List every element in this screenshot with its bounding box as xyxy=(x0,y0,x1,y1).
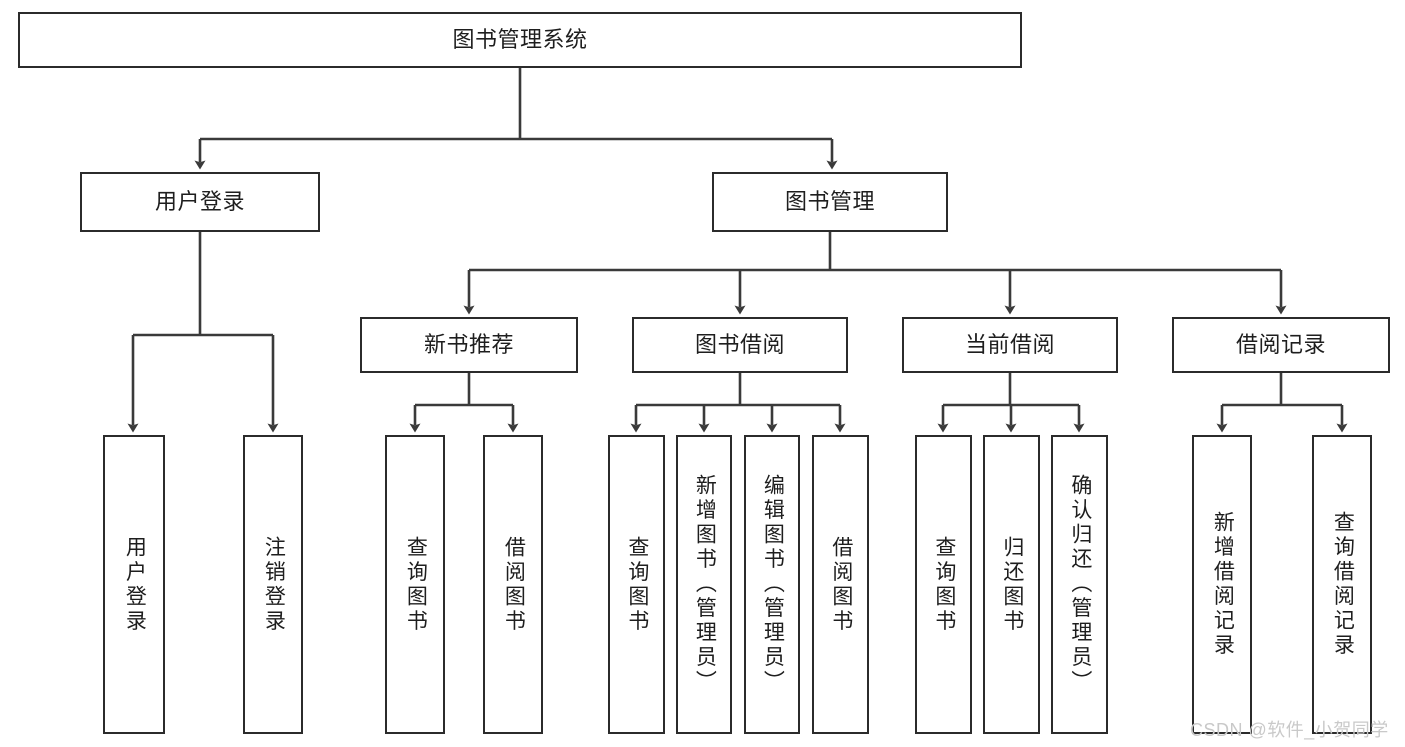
node-leaf-edit-book-label: 编辑图书（管理员） xyxy=(761,474,785,695)
node-leaf-borrow-book-a-label: 借阅图书 xyxy=(502,535,526,634)
node-user-login[interactable]: 用户登录 xyxy=(80,172,320,232)
node-leaf-borrow-book-b-label: 借阅图书 xyxy=(829,535,853,634)
node-leaf-borrow-book-b[interactable]: 借阅图书 xyxy=(812,435,869,734)
node-borrow-record[interactable]: 借阅记录 xyxy=(1172,317,1390,373)
node-new-book-recommend[interactable]: 新书推荐 xyxy=(360,317,578,373)
node-current-borrow[interactable]: 当前借阅 xyxy=(902,317,1118,373)
node-leaf-query-record-label: 查询借阅记录 xyxy=(1331,511,1355,658)
node-leaf-query-book-b[interactable]: 查询图书 xyxy=(608,435,665,734)
node-leaf-user-login-label: 用户登录 xyxy=(123,535,147,634)
node-root[interactable]: 图书管理系统 xyxy=(18,12,1022,68)
node-leaf-add-record[interactable]: 新增借阅记录 xyxy=(1192,435,1252,734)
node-leaf-query-book-c[interactable]: 查询图书 xyxy=(915,435,972,734)
node-leaf-query-record[interactable]: 查询借阅记录 xyxy=(1312,435,1372,734)
node-leaf-add-book-label: 新增图书（管理员） xyxy=(693,474,717,695)
node-current-borrow-label: 当前借阅 xyxy=(964,332,1055,358)
node-leaf-query-book-a-label: 查询图书 xyxy=(404,535,428,634)
node-leaf-return-book-label: 归还图书 xyxy=(1000,535,1024,634)
node-book-manage[interactable]: 图书管理 xyxy=(712,172,948,232)
node-leaf-return-book[interactable]: 归还图书 xyxy=(983,435,1040,734)
node-leaf-query-book-a[interactable]: 查询图书 xyxy=(385,435,445,734)
node-user-login-label: 用户登录 xyxy=(154,189,245,215)
node-leaf-user-logout[interactable]: 注销登录 xyxy=(243,435,303,734)
node-leaf-add-record-label: 新增借阅记录 xyxy=(1211,511,1235,658)
node-leaf-query-book-b-label: 查询图书 xyxy=(625,535,649,634)
node-leaf-user-login[interactable]: 用户登录 xyxy=(103,435,165,734)
node-leaf-user-logout-label: 注销登录 xyxy=(262,535,286,634)
node-leaf-borrow-book-a[interactable]: 借阅图书 xyxy=(483,435,543,734)
node-leaf-edit-book[interactable]: 编辑图书（管理员） xyxy=(744,435,800,734)
node-leaf-confirm-return[interactable]: 确认归还（管理员） xyxy=(1051,435,1108,734)
node-book-borrow[interactable]: 图书借阅 xyxy=(632,317,848,373)
node-leaf-add-book[interactable]: 新增图书（管理员） xyxy=(676,435,732,734)
node-borrow-record-label: 借阅记录 xyxy=(1235,332,1326,358)
node-new-book-recommend-label: 新书推荐 xyxy=(423,332,514,358)
node-root-label: 图书管理系统 xyxy=(452,27,588,53)
node-leaf-query-book-c-label: 查询图书 xyxy=(932,535,956,634)
node-book-manage-label: 图书管理 xyxy=(784,189,875,215)
node-book-borrow-label: 图书借阅 xyxy=(694,332,785,358)
node-leaf-confirm-return-label: 确认归还（管理员） xyxy=(1068,474,1092,695)
